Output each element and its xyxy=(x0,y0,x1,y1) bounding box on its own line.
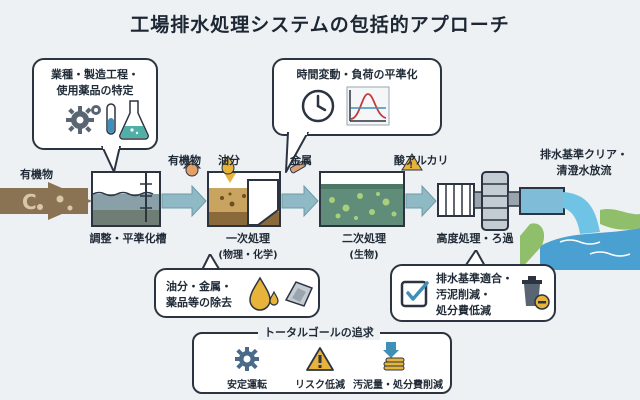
sludge-cost-icon xyxy=(383,342,405,371)
label-metal: 金属 xyxy=(290,154,312,167)
goal-sludge-label: 汚泥量・処分費削減 xyxy=(353,380,443,391)
flask-icon xyxy=(119,100,149,140)
stage-primary-sub: (物理・化学) xyxy=(218,250,278,261)
goals-title: トータルゴールの追求 xyxy=(258,324,380,340)
callout-result-line2: 汚泥削減・ xyxy=(436,288,491,301)
clock-icon xyxy=(301,89,335,123)
stage-advanced-label: 高度処理・ろ過 xyxy=(436,232,514,245)
label-oil: 油分 xyxy=(218,154,240,167)
tank-secondary xyxy=(319,171,405,227)
checkmark-icon xyxy=(400,280,429,308)
svg-text:C: C xyxy=(22,190,37,214)
callout-industry: 業種・製造工程・ 使用薬品の特定 xyxy=(32,58,158,150)
test-tube-icon xyxy=(106,103,116,135)
svg-text:!: ! xyxy=(409,161,413,171)
organic-marker-icon xyxy=(182,159,202,177)
stage-primary-title: 一次処理 xyxy=(226,232,270,245)
tank-primary xyxy=(207,171,281,227)
load-curve-icon xyxy=(346,86,390,126)
label-discharge-line1: 排水基準クリア・ xyxy=(540,148,628,161)
metal-bolt-icon xyxy=(289,160,307,174)
callout-fluctuation: 時間変動・負荷の平準化 xyxy=(272,58,442,136)
goals-panel: 安定運転 リスク低減 汚泥量・処分費削減 xyxy=(192,332,452,394)
label-inflow-organic: 有機物 xyxy=(20,168,53,181)
callout-result-line3: 処分費低減 xyxy=(436,304,491,317)
acid-warning-icon: ! xyxy=(401,153,423,171)
callout-removal-line1: 油分・金属・ xyxy=(166,280,232,293)
label-organic: 有機物 xyxy=(168,154,201,167)
flow-arrow-2 xyxy=(281,184,319,218)
stage-primary-label: 一次処理 (物理・化学) xyxy=(200,230,296,261)
warning-icon xyxy=(306,347,334,371)
process-flow: C xyxy=(0,153,640,270)
callout-industry-line2: 使用薬品の特定 xyxy=(56,84,134,97)
label-discharge: 排水基準クリア・ 清澄水放流 xyxy=(532,146,636,178)
callout-result-pointer xyxy=(463,250,487,268)
label-acid-alkali: 酸アルカリ xyxy=(394,154,449,167)
goal-stable-label: 安定運転 xyxy=(227,380,267,391)
callout-fluctuation-text: 時間変動・負荷の平準化 xyxy=(296,68,418,81)
callout-result-line1: 排水基準適合・ xyxy=(436,272,513,285)
callout-removal-line2: 薬品等の除去 xyxy=(166,296,232,309)
callout-industry-line1: 業種・製造工程・ xyxy=(51,68,139,81)
advanced-filter-unit xyxy=(437,171,523,231)
goal-risk-label: リスク低減 xyxy=(295,380,345,391)
trash-minus-icon xyxy=(522,276,550,310)
gear-icon xyxy=(235,347,259,371)
stage-secondary-sub: (生物) xyxy=(349,250,379,261)
stage-secondary-title: 二次処理 xyxy=(342,232,386,245)
callout-industry-pointer xyxy=(101,146,121,173)
stage-adjustment-label: 調整・平準化槽 xyxy=(89,232,167,245)
tank-adjustment xyxy=(91,171,161,227)
label-discharge-line2: 清澄水放流 xyxy=(556,164,612,177)
inflow-arrow xyxy=(48,182,92,220)
discharge-outlet xyxy=(519,187,640,270)
callout-fluctuation-pointer xyxy=(285,132,309,173)
metal-scrap-icon xyxy=(284,281,314,307)
oil-drop-icon xyxy=(221,155,235,175)
stage-secondary-label: 二次処理 (生物) xyxy=(322,230,406,261)
oil-drops-icon xyxy=(249,276,279,311)
callout-removal: 油分・金属・ 薬品等の除去 xyxy=(154,268,320,318)
flow-arrow-3 xyxy=(405,184,437,218)
gears-icon xyxy=(66,105,101,134)
flow-arrow-1 xyxy=(161,184,207,218)
callout-result: 排水基準適合・ 汚泥削減・ 処分費低減 xyxy=(390,264,556,322)
page-title: 工場排水処理システムの包括的アプローチ xyxy=(130,14,510,36)
